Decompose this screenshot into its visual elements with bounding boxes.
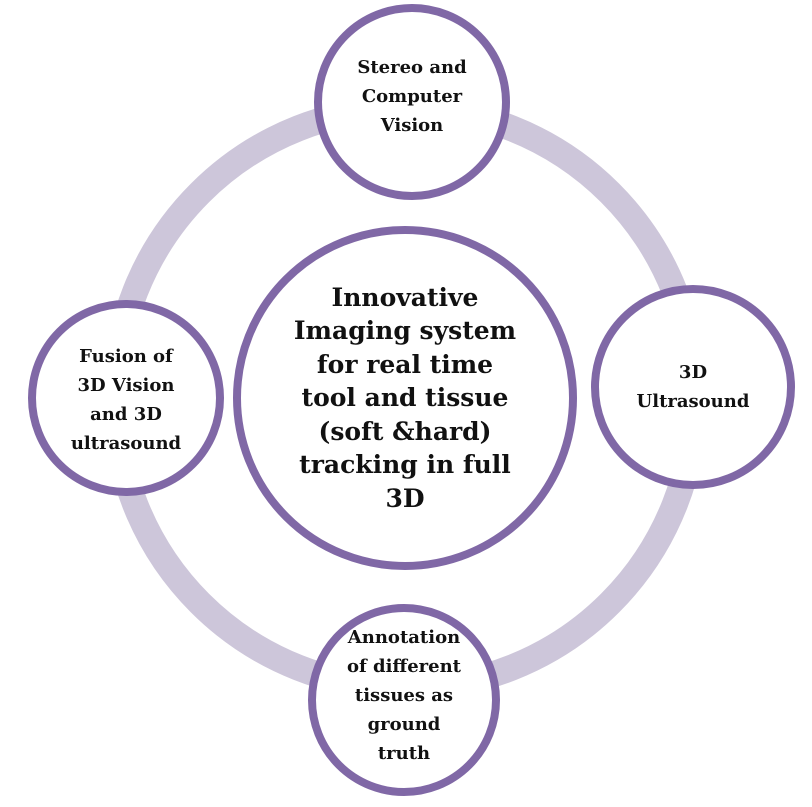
node-top-circle <box>314 4 510 200</box>
node-bottom-label: Annotation of different tissues as groun… <box>346 626 461 764</box>
node-bottom-circle <box>308 604 500 796</box>
node-right-label: 3D Ultrasound <box>636 362 750 412</box>
node-top-label: Stereo and Computer Vision <box>357 56 467 136</box>
center-node-label: Innovative Imaging system for real time … <box>293 282 517 513</box>
center-node-circle <box>233 226 577 570</box>
node-left-circle <box>28 300 224 496</box>
node-left-label: Fusion of 3D Vision and 3D ultrasound <box>70 346 182 454</box>
node-right-circle <box>591 285 795 489</box>
